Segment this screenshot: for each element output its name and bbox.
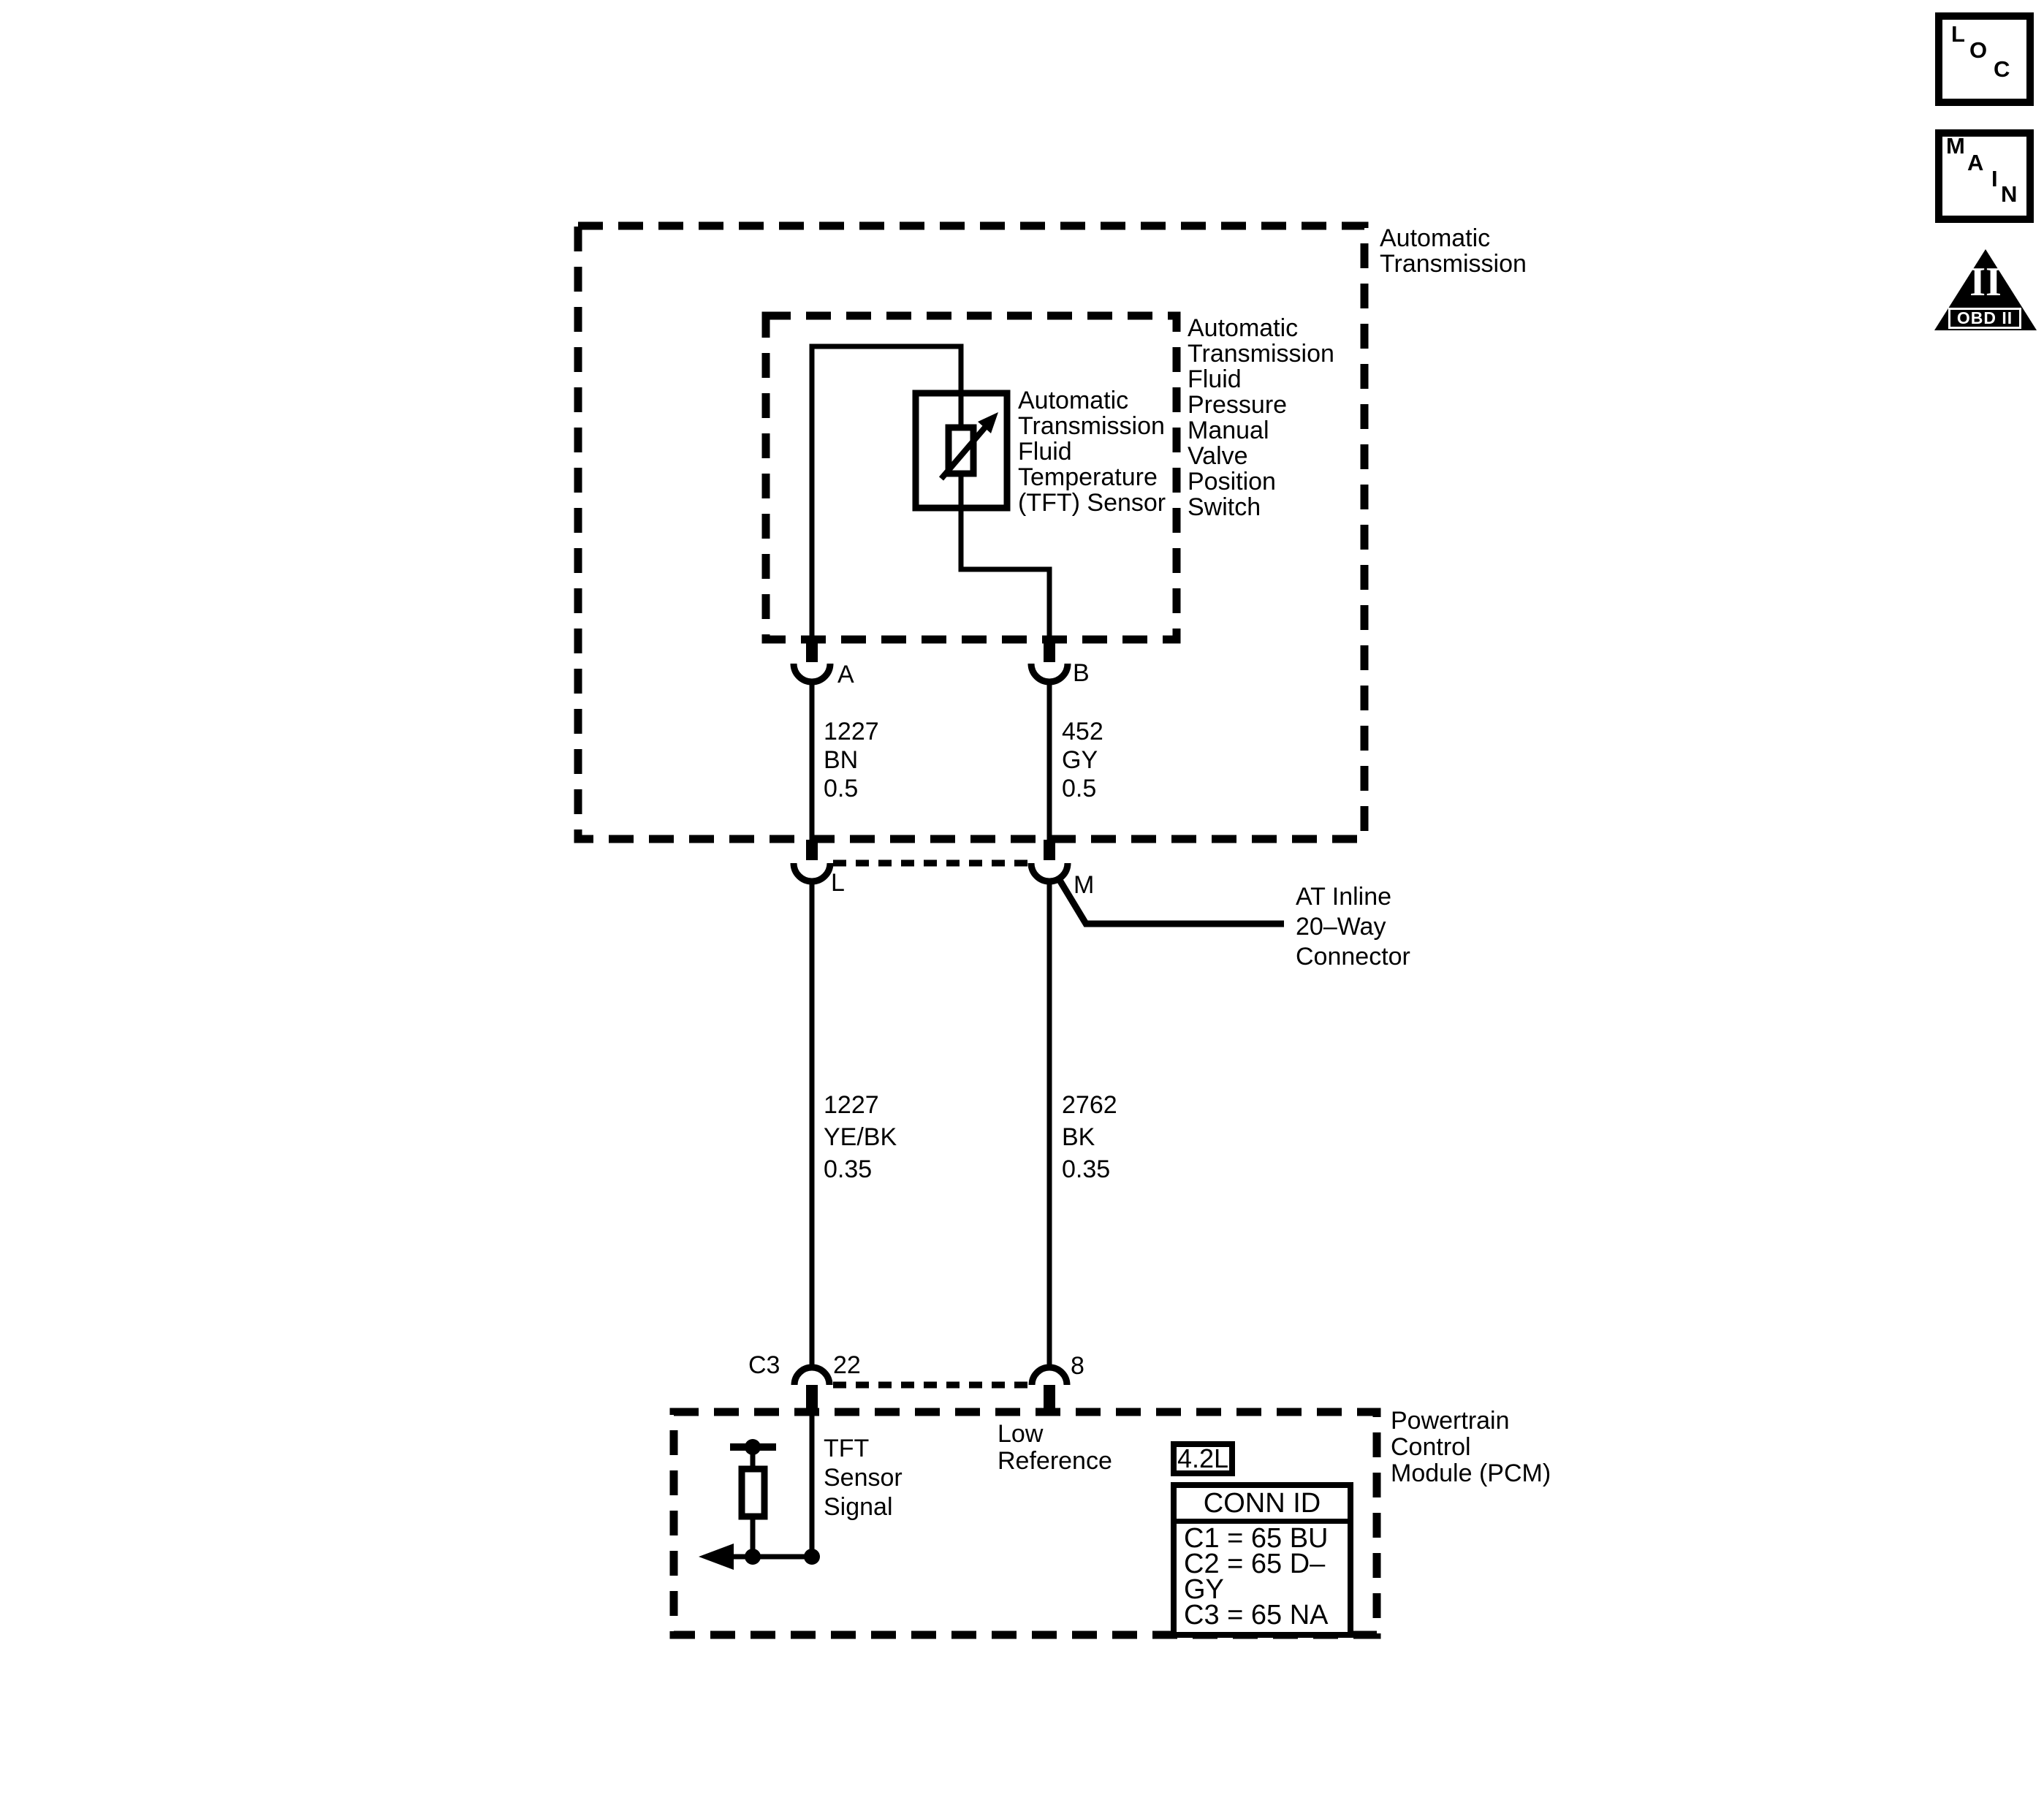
wire-color: YE/BK (824, 1123, 897, 1151)
low-reference-label: Low Reference (998, 1421, 1112, 1475)
label-line: Transmission (1018, 412, 1165, 440)
wire-label-2762-bk: 2762 BK 0.35 (1062, 1089, 1117, 1185)
wire-color: GY (1062, 746, 1098, 774)
main-letter: A (1967, 150, 1984, 175)
automatic-transmission-boundary (574, 221, 1369, 843)
label-line: Sensor (824, 1464, 903, 1492)
variable-arrow-shaft (938, 422, 991, 481)
wire-circuit-number: 1227 (824, 718, 879, 745)
terminal-m-label: M (1074, 871, 1095, 899)
label-line: Automatic (1018, 387, 1129, 414)
label-line: Automatic (1188, 314, 1299, 342)
conn-id-table: CONN ID C1 = 65 BU C2 = 65 D–GY C3 = 65 … (1171, 1482, 1353, 1638)
signal-direction-arrow (699, 1544, 734, 1570)
wire-gauge: 0.35 (1062, 1155, 1111, 1183)
conn-id-row: C1 = 65 BU (1184, 1523, 1329, 1554)
obd2-label: OBD II (1948, 308, 2021, 329)
wire-gauge: 0.35 (824, 1155, 873, 1183)
main-letter: I (1991, 166, 1998, 191)
pcm-boundary (669, 1408, 1381, 1639)
automatic-transmission-label: Automatic Transmission (1380, 226, 1527, 277)
label-line: Switch (1188, 493, 1261, 521)
label-line: Reference (998, 1447, 1112, 1475)
terminal-22-cup (791, 1364, 833, 1386)
at-inline-connector-label: AT Inline 20–Way Connector (1296, 882, 1410, 972)
label-line: Connector (1296, 943, 1410, 971)
label-line: Temperature (1018, 463, 1158, 491)
junction-dot (804, 1549, 820, 1565)
wire-label-1227-bn: 1227 BN 0.5 (824, 718, 879, 803)
pullup-resistor-symbol (738, 1465, 768, 1520)
label-line: TFT (824, 1435, 870, 1462)
label-line: Control (1391, 1433, 1471, 1461)
wire-circuit-number: 452 (1062, 718, 1103, 745)
main-letter: M (1946, 133, 1965, 159)
wire-low-reference-top (958, 474, 1052, 639)
loc-letter: L (1951, 21, 1965, 47)
main-letter: N (2001, 181, 2018, 207)
label-line: Module (PCM) (1391, 1459, 1551, 1487)
label-line: (TFT) Sensor (1018, 489, 1166, 517)
label-line: AT Inline (1296, 883, 1392, 911)
wire-color: BN (824, 746, 859, 774)
terminal-m-cup (1027, 862, 1071, 885)
pressure-switch-boundary (761, 311, 1181, 644)
terminal-22-label: 22 (833, 1351, 861, 1379)
wire-color: BK (1062, 1123, 1095, 1151)
terminal-b-label: B (1073, 659, 1090, 687)
wire-sensor-signal-top (809, 343, 964, 639)
tft-sensor-label: Automatic Transmission Fluid Temperature… (1018, 388, 1166, 516)
conn-id-row: C3 = 65 NA (1184, 1600, 1329, 1630)
terminal-b-cup (1027, 663, 1071, 686)
junction-dot (745, 1549, 761, 1565)
pressure-switch-label: Automatic Transmission Fluid Pressure Ma… (1188, 316, 1334, 520)
at-inline-leader-line (1055, 876, 1284, 927)
label-line: Position (1188, 468, 1276, 496)
label-line: 20–Way (1296, 913, 1386, 941)
wire-circuit-number: 2762 (1062, 1091, 1117, 1119)
variable-arrow-head (978, 412, 998, 433)
engine-variant-text: 4.2L (1177, 1443, 1229, 1473)
loc-letter: O (1969, 37, 1988, 63)
label-line: Manual (1188, 417, 1269, 444)
label-line: Powertrain (1391, 1407, 1510, 1435)
label-line: Transmission (1380, 250, 1527, 278)
loc-letter: C (1994, 56, 2010, 82)
main-icon[interactable] (1935, 129, 2034, 223)
wire-gauge: 0.5 (1062, 775, 1097, 802)
label-line: Valve (1188, 442, 1248, 470)
loc-icon[interactable] (1935, 12, 2034, 106)
conn-id-header: CONN ID (1177, 1488, 1348, 1524)
label-line: Fluid (1188, 365, 1242, 393)
terminal-a-label: A (837, 661, 854, 688)
terminal-l-label: L (831, 869, 845, 897)
tft-sensor-symbol (912, 390, 1011, 512)
engine-variant-badge: 4.2L (1171, 1441, 1235, 1476)
terminal-8-label: 8 (1071, 1352, 1084, 1380)
terminal-l-cup (790, 862, 834, 885)
terminal-a-cup (790, 663, 834, 686)
conn-id-rows: C1 = 65 BU C2 = 65 D–GY C3 = 65 NA (1177, 1524, 1348, 1632)
label-line: Low (998, 1420, 1044, 1448)
obd2-numeral: II (1969, 259, 2002, 305)
terminal-8-cup (1028, 1364, 1071, 1386)
label-line: Automatic (1380, 224, 1491, 252)
wire-circuit-number: 1227 (824, 1091, 879, 1119)
label-line: Fluid (1018, 438, 1072, 466)
tft-sensor-signal-label: TFT Sensor Signal (824, 1434, 903, 1522)
wire-label-1227-yebk: 1227 YE/BK 0.35 (824, 1089, 897, 1185)
label-line: Transmission (1188, 340, 1334, 368)
pcm-internal-circuit (699, 1439, 820, 1570)
tft-sensor-housing (912, 390, 1011, 512)
conn-id-row: C2 = 65 D–GY (1184, 1549, 1326, 1605)
label-line: Pressure (1188, 391, 1288, 419)
wire-label-452-gy: 452 GY 0.5 (1062, 718, 1103, 803)
pcm-label: Powertrain Control Module (PCM) (1391, 1408, 1551, 1487)
pcm-connector-id: C3 (748, 1351, 780, 1379)
wire-gauge: 0.5 (824, 775, 859, 802)
label-line: Signal (824, 1493, 893, 1521)
